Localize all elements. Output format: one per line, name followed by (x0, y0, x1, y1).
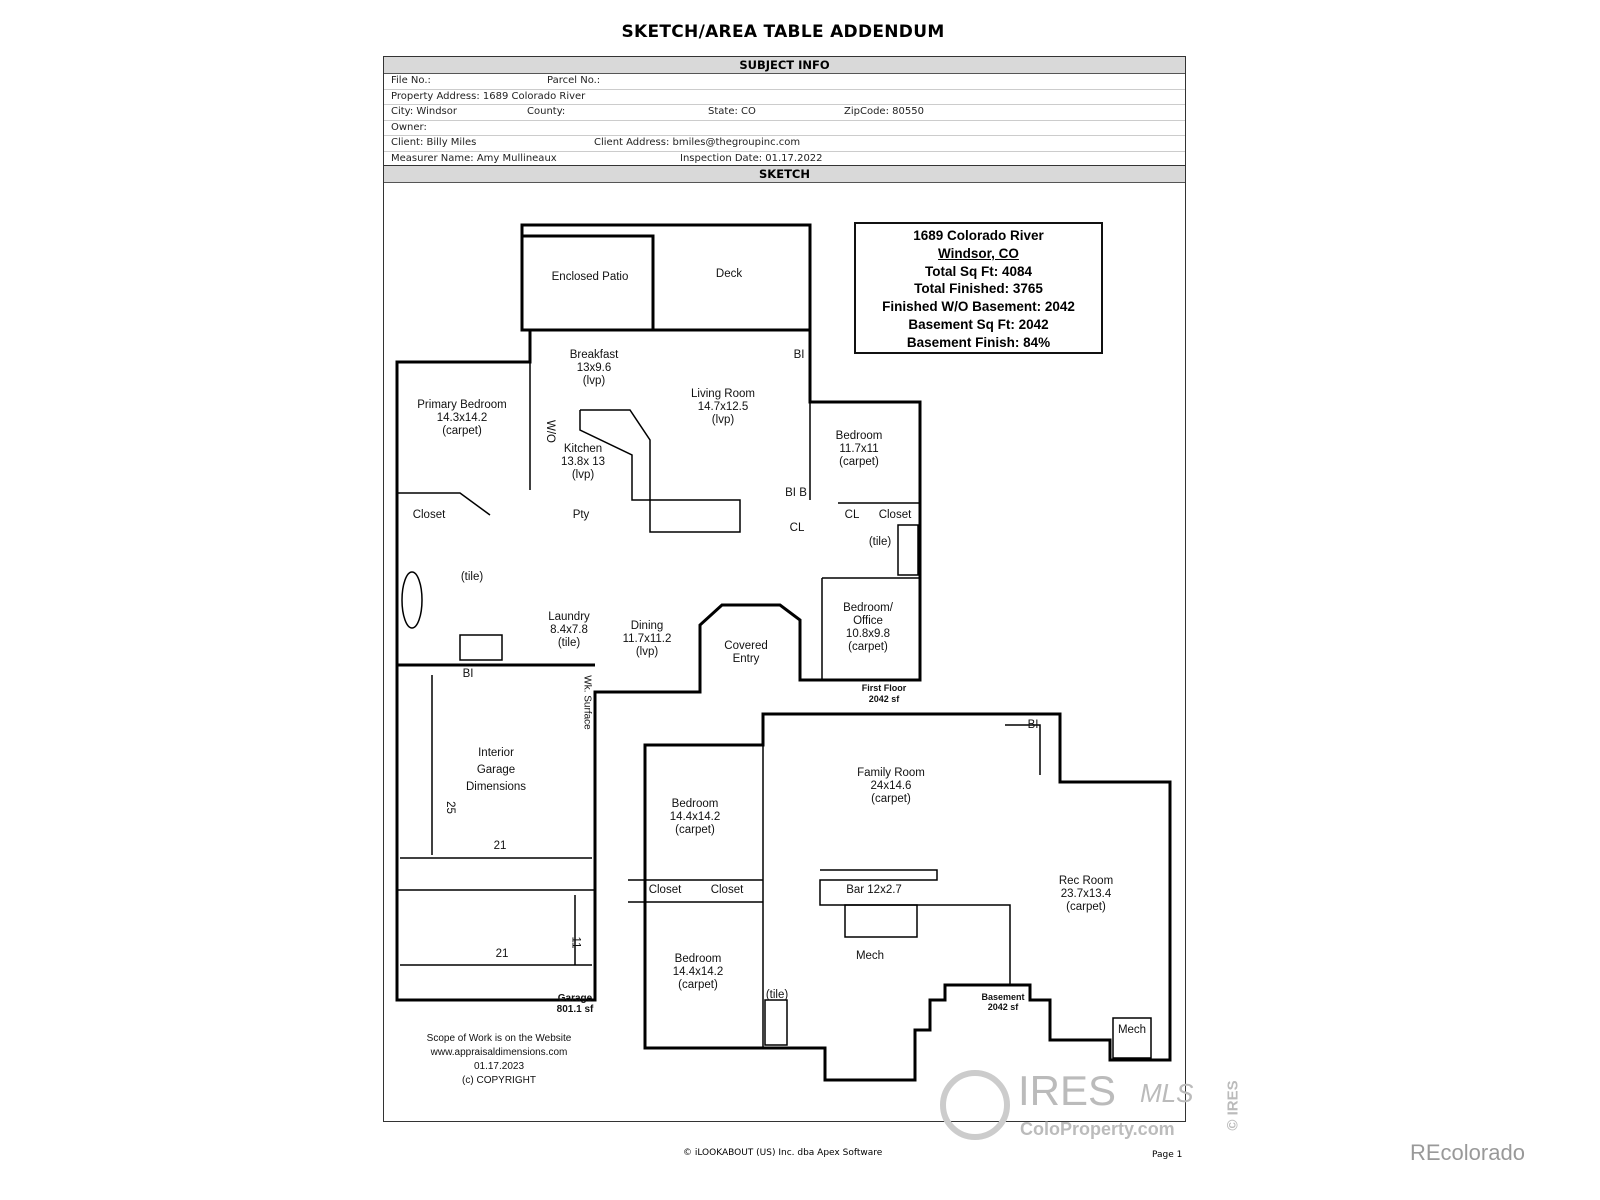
label-cl: CL (789, 522, 805, 534)
footer-copyright: © iLOOKABOUT (US) Inc. dba Apex Software (683, 1148, 883, 1158)
label-bib: BI B (785, 487, 807, 499)
dim-21-2: 21 (495, 948, 509, 960)
ires-text: IRES (1018, 1067, 1117, 1114)
room-wo: W/O (544, 420, 556, 443)
coloproperty-text: ColoProperty.com (1020, 1119, 1175, 1139)
row-file: File No.: Parcel No.: (384, 74, 1185, 90)
page-title: SKETCH/AREA TABLE ADDENDUM (621, 22, 945, 42)
mls-text: MLS (1140, 1078, 1194, 1108)
room-basement-closet-2: Closet (710, 884, 744, 896)
room-bar: Bar 12x2.7 (846, 884, 902, 896)
room-deck: Deck (715, 268, 743, 280)
room-tile-bath-2: (tile) (868, 536, 892, 548)
file-no: File No.: (391, 75, 431, 86)
ires-watermark: IRES MLS ColoProperty.com © IRES (940, 1067, 1242, 1144)
label-wk-surface: Wk. Surface (581, 675, 593, 730)
subject-info-header: SUBJECT INFO (384, 57, 1185, 74)
measurer: Measurer Name: Amy Mullineaux (391, 152, 557, 164)
label-bi: BI (793, 349, 805, 361)
room-pantry: Pty (572, 509, 590, 521)
room-mech-2: Mech (1117, 1024, 1147, 1036)
room-basement-closet: Closet (648, 884, 682, 896)
dim-21: 21 (493, 840, 507, 852)
client-address: Client Address: bmiles@thegroupinc.com (594, 137, 801, 148)
room-basement-bath: (tile) (765, 989, 789, 1001)
property-address: Property Address: 1689 Colorado River (391, 90, 586, 102)
label-bi-garage: BI (462, 668, 474, 680)
room-mech: Mech (855, 950, 885, 962)
summary-total-finished: Total Finished: 3765 (914, 281, 1043, 297)
client: Client: Billy Miles (391, 137, 477, 148)
dim-11: 11 (569, 936, 582, 949)
summary-city: Windsor, CO (938, 245, 1019, 261)
county: County: (527, 106, 566, 117)
summary-finished-wo-basement: Finished W/O Basement: 2042 (882, 299, 1075, 315)
dim-25: 25 (443, 801, 456, 814)
parcel-no: Parcel No.: (547, 75, 601, 86)
label-cl-2: CL (844, 509, 860, 521)
room-tile-bath: (tile) (460, 571, 484, 583)
summary-total-sqft: Total Sq Ft: 4084 (924, 263, 1033, 279)
footer-page: Page 1 (1152, 1150, 1183, 1160)
summary-address: 1689 Colorado River (913, 228, 1044, 243)
area-summary-box: 1689 Colorado River Windsor, CO Total Sq… (854, 222, 1103, 354)
row-measurer: Measurer Name: Amy Mullineaux Inspection … (384, 152, 1185, 167)
state: State: CO (708, 106, 756, 117)
label-bi-basement: BI (1027, 719, 1039, 731)
room-closet-2: Closet (878, 509, 912, 521)
row-client: Client: Billy Miles Client Address: bmile… (384, 136, 1185, 152)
owner: Owner: (391, 121, 427, 133)
room-closet: Closet (412, 509, 446, 521)
summary-basement-sqft: Basement Sq Ft: 2042 (908, 316, 1049, 332)
row-owner: Owner: (384, 121, 1185, 136)
zip: ZipCode: 80550 (844, 106, 924, 117)
recolorado-watermark: REcolorado (1410, 1140, 1525, 1165)
sketch-header: SKETCH (384, 165, 1185, 183)
ires-side-text: © IRES (1224, 1080, 1242, 1131)
summary-basement-finish: Basement Finish: 84% (906, 334, 1051, 350)
row-address: Property Address: 1689 Colorado River (384, 90, 1185, 105)
row-city: City: Windsor County: State: CO ZipCode: 80… (384, 105, 1185, 121)
inspection-date: Inspection Date: 01.17.2022 (680, 152, 823, 164)
addendum-frame: SUBJECT INFO File No.: Parcel No.: Proper… (383, 56, 1186, 1122)
house-logo-icon (940, 1070, 1010, 1140)
city: City: Windsor (391, 106, 457, 117)
room-enclosed-patio: Enclosed Patio (551, 271, 629, 283)
